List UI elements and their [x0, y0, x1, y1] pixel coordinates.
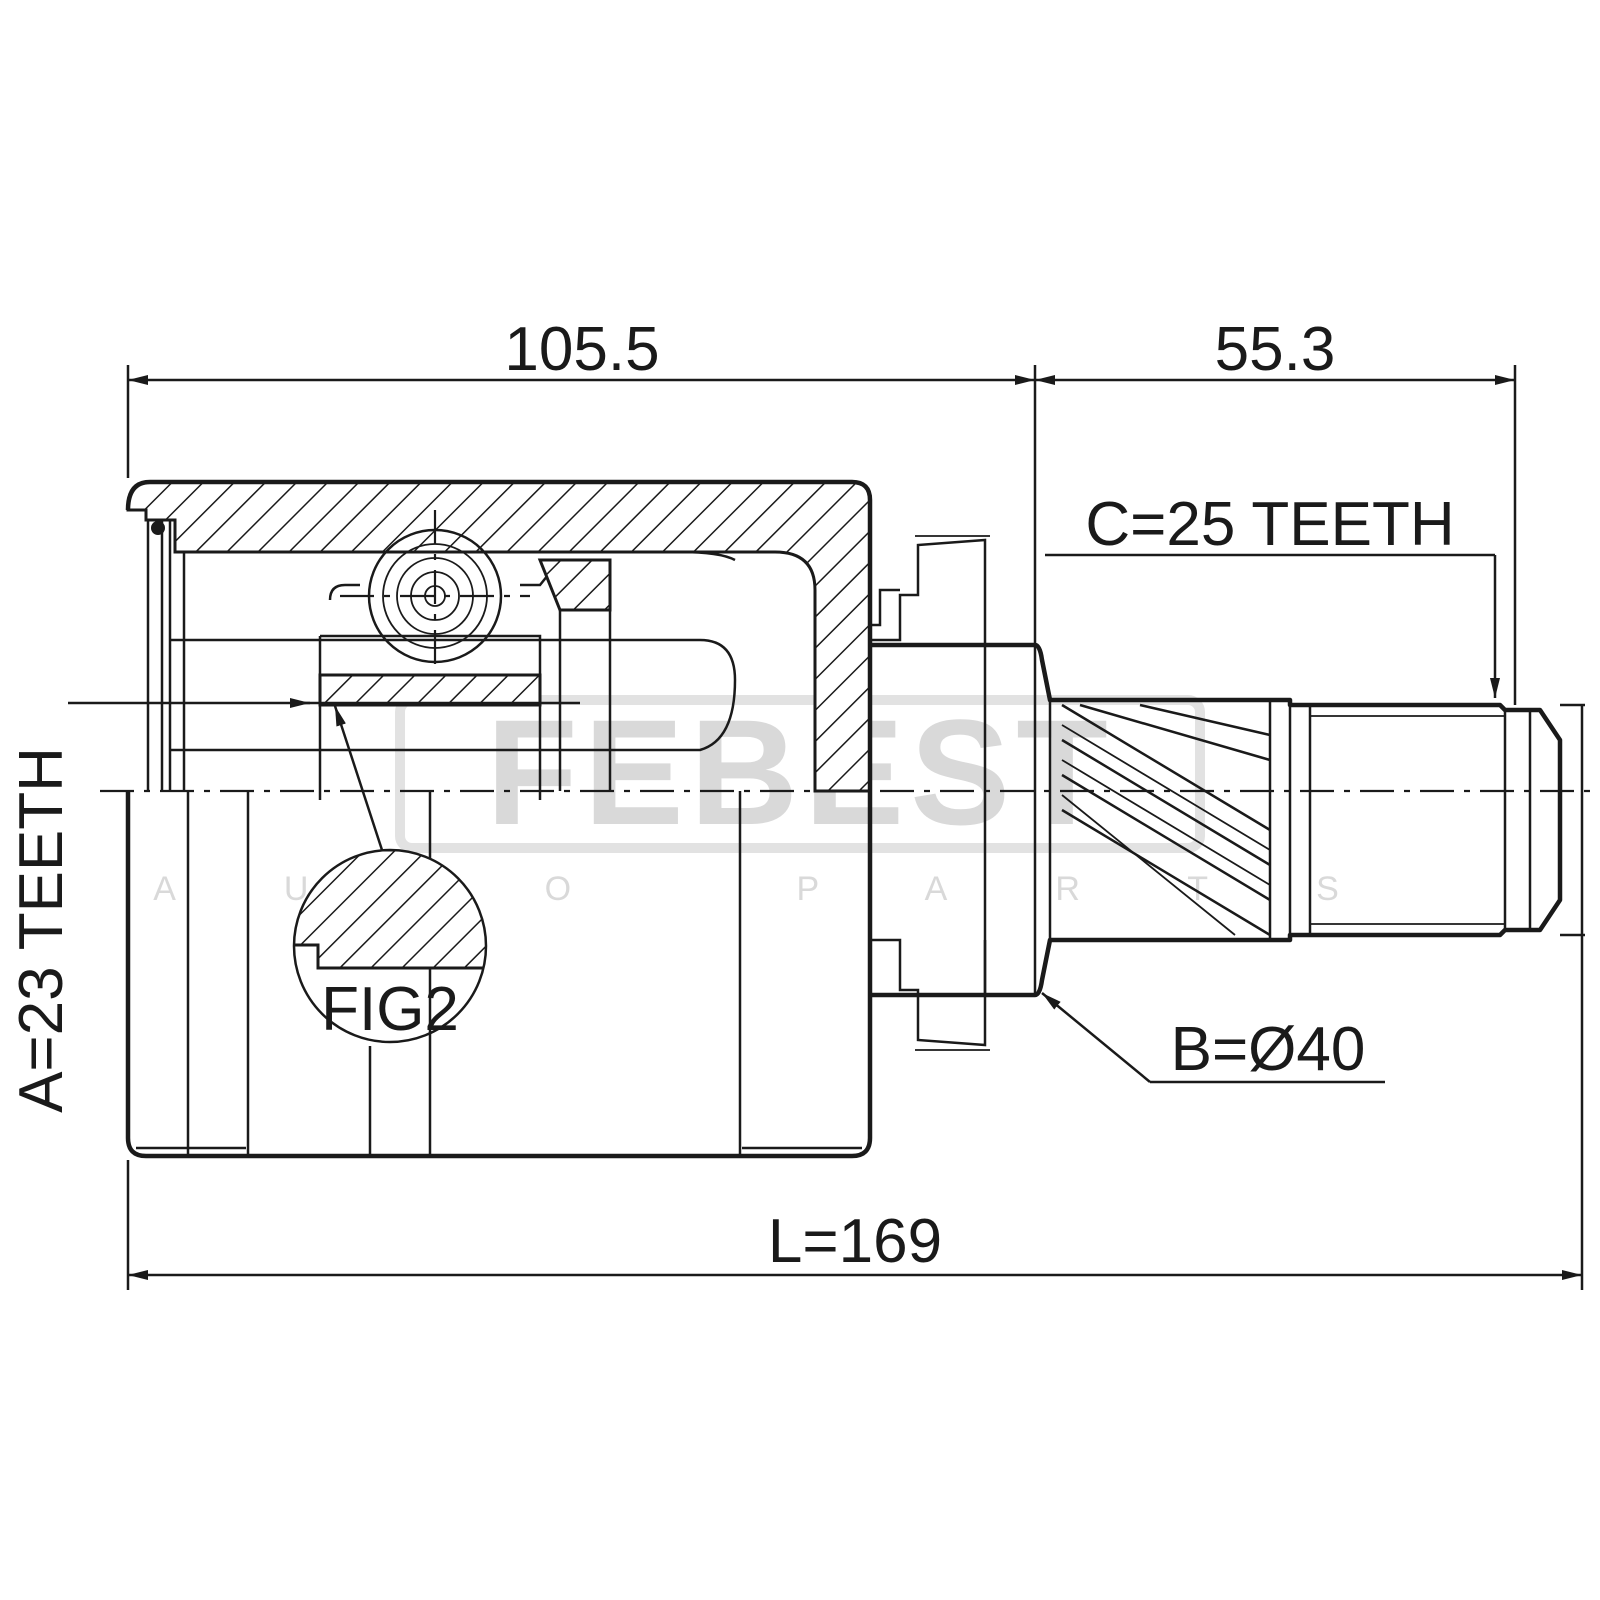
stub-shaft — [870, 642, 1563, 998]
seal-ring — [870, 535, 990, 1051]
dim-outer-length: 105.5 — [126, 315, 1037, 645]
fig2-detail: FIG2 — [292, 705, 488, 1044]
watermark-text: FEBEST — [486, 688, 1114, 856]
fig2-leader — [333, 705, 384, 851]
tripod-roller — [300, 510, 612, 800]
dim-abs-diameter-label: B=Ø40 — [1171, 1015, 1366, 1084]
dim-outer-length-label: 105.5 — [504, 315, 659, 384]
fig2-label: FIG2 — [321, 975, 459, 1044]
dim-inner-teeth: C=25 TEETH — [1045, 490, 1500, 698]
dim-total-length-label: L=169 — [768, 1207, 942, 1276]
dim-shaft-length: 55.3 — [1035, 315, 1517, 705]
dim-total-length: L=169 — [126, 703, 1585, 1290]
dim-abs-diameter: B=Ø40 — [1041, 992, 1385, 1084]
dim-inner-teeth-label: C=25 TEETH — [1085, 490, 1454, 559]
outer-housing-lower — [125, 791, 873, 1159]
dim-outer-teeth-label: A=23 TEETH — [7, 747, 76, 1113]
dim-shaft-length-label: 55.3 — [1215, 315, 1336, 384]
outer-housing-section — [125, 479, 873, 793]
dim-outer-teeth: A=23 TEETH — [7, 698, 310, 1113]
